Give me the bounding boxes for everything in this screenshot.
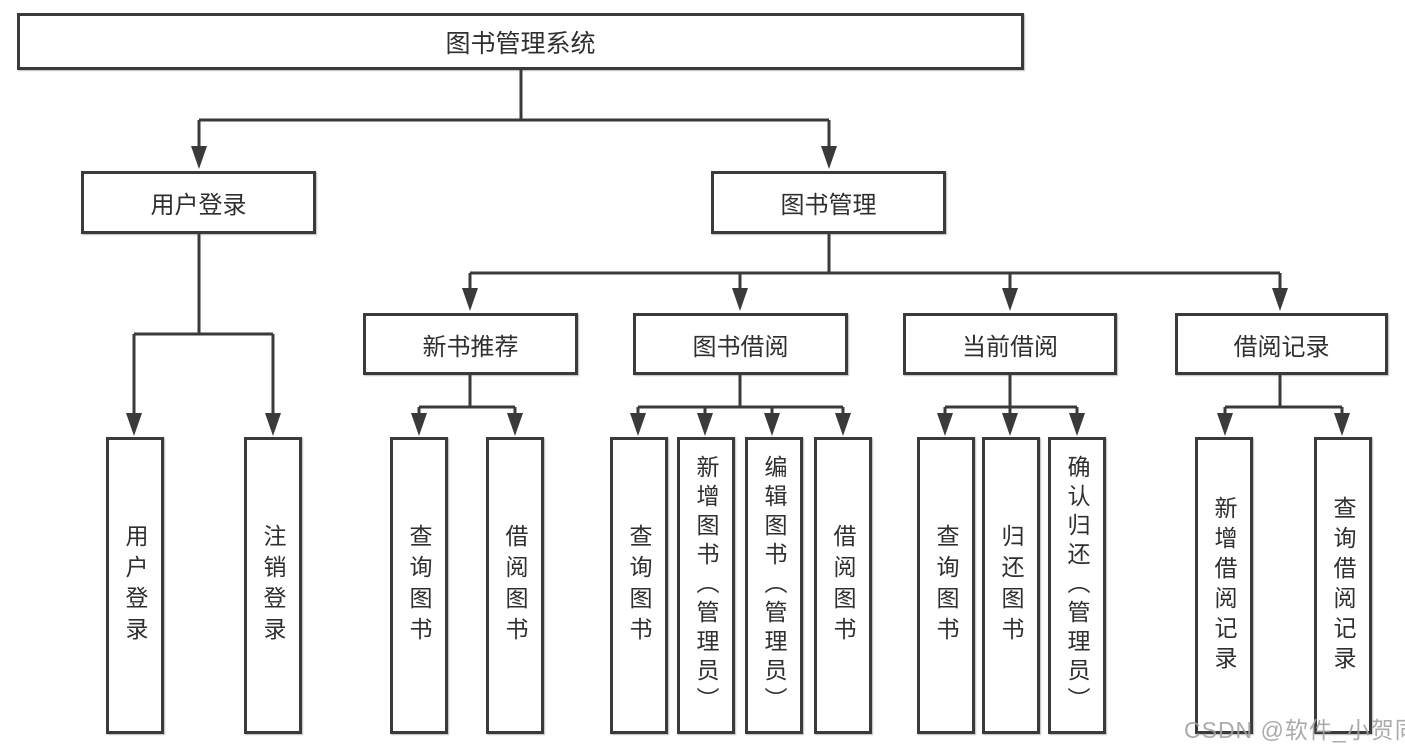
- leaf-label: 确认归还（管理员）: [1064, 455, 1090, 716]
- leaf-br-add-record: 新增借阅记录: [1195, 437, 1253, 734]
- leaf-bb-query-books: 查询图书: [610, 437, 668, 734]
- leaf-label: 借阅图书: [502, 523, 528, 648]
- leaf-cb-return-books: 归还图书: [982, 437, 1040, 734]
- node-label: 新书推荐: [422, 333, 519, 361]
- leaf-label: 编辑图书（管理员）: [761, 455, 787, 716]
- leaf-label: 查询图书: [406, 523, 432, 648]
- leaf-label: 新增借阅记录: [1211, 495, 1237, 676]
- csdn-watermark: CSDN @软件_小贺同学: [1184, 717, 1405, 743]
- node-label: 用户登录: [150, 192, 247, 219]
- leaf-label: 借阅图书: [830, 523, 856, 648]
- node-book-borrow: 图书借阅: [633, 313, 848, 375]
- leaf-label: 用户登录: [122, 523, 148, 648]
- leaf-label: 归还图书: [998, 523, 1024, 648]
- node-label: 图书管理系统: [445, 29, 596, 58]
- node-root: 图书管理系统: [17, 13, 1024, 70]
- connector-path: [132, 68, 1344, 416]
- node-label: 当前借阅: [962, 333, 1058, 361]
- leaf-user-login: 用户登录: [106, 437, 164, 734]
- leaf-label: 查询借阅记录: [1330, 495, 1356, 676]
- leaf-nbr-borrow-books: 借阅图书: [486, 437, 544, 734]
- node-label: 图书借阅: [692, 333, 789, 361]
- node-current-borrow: 当前借阅: [903, 313, 1117, 375]
- leaf-cb-query-books: 查询图书: [917, 437, 975, 734]
- arrowheads: [126, 146, 1350, 436]
- leaf-nbr-query-books: 查询图书: [390, 437, 448, 734]
- leaf-bb-add-books-admin: 新增图书（管理员）: [677, 437, 735, 734]
- node-user-login: 用户登录: [81, 171, 316, 234]
- leaf-logout: 注销登录: [244, 437, 302, 734]
- node-book-management: 图书管理: [711, 171, 946, 234]
- node-new-book-recommend: 新书推荐: [363, 313, 578, 375]
- leaf-cb-confirm-return-admin: 确认归还（管理员）: [1048, 437, 1106, 734]
- node-label: 借阅记录: [1233, 333, 1330, 361]
- leaf-label: 查询图书: [933, 523, 959, 648]
- leaf-label: 查询图书: [626, 523, 652, 648]
- leaf-br-query-record: 查询借阅记录: [1314, 437, 1372, 734]
- leaf-bb-borrow-books: 借阅图书: [814, 437, 872, 734]
- leaf-bb-edit-books-admin: 编辑图书（管理员）: [745, 437, 803, 734]
- node-label: 图书管理: [780, 192, 877, 219]
- leaf-label: 注销登录: [260, 523, 286, 648]
- leaf-label: 新增图书（管理员）: [693, 455, 719, 716]
- node-borrow-records: 借阅记录: [1175, 313, 1388, 375]
